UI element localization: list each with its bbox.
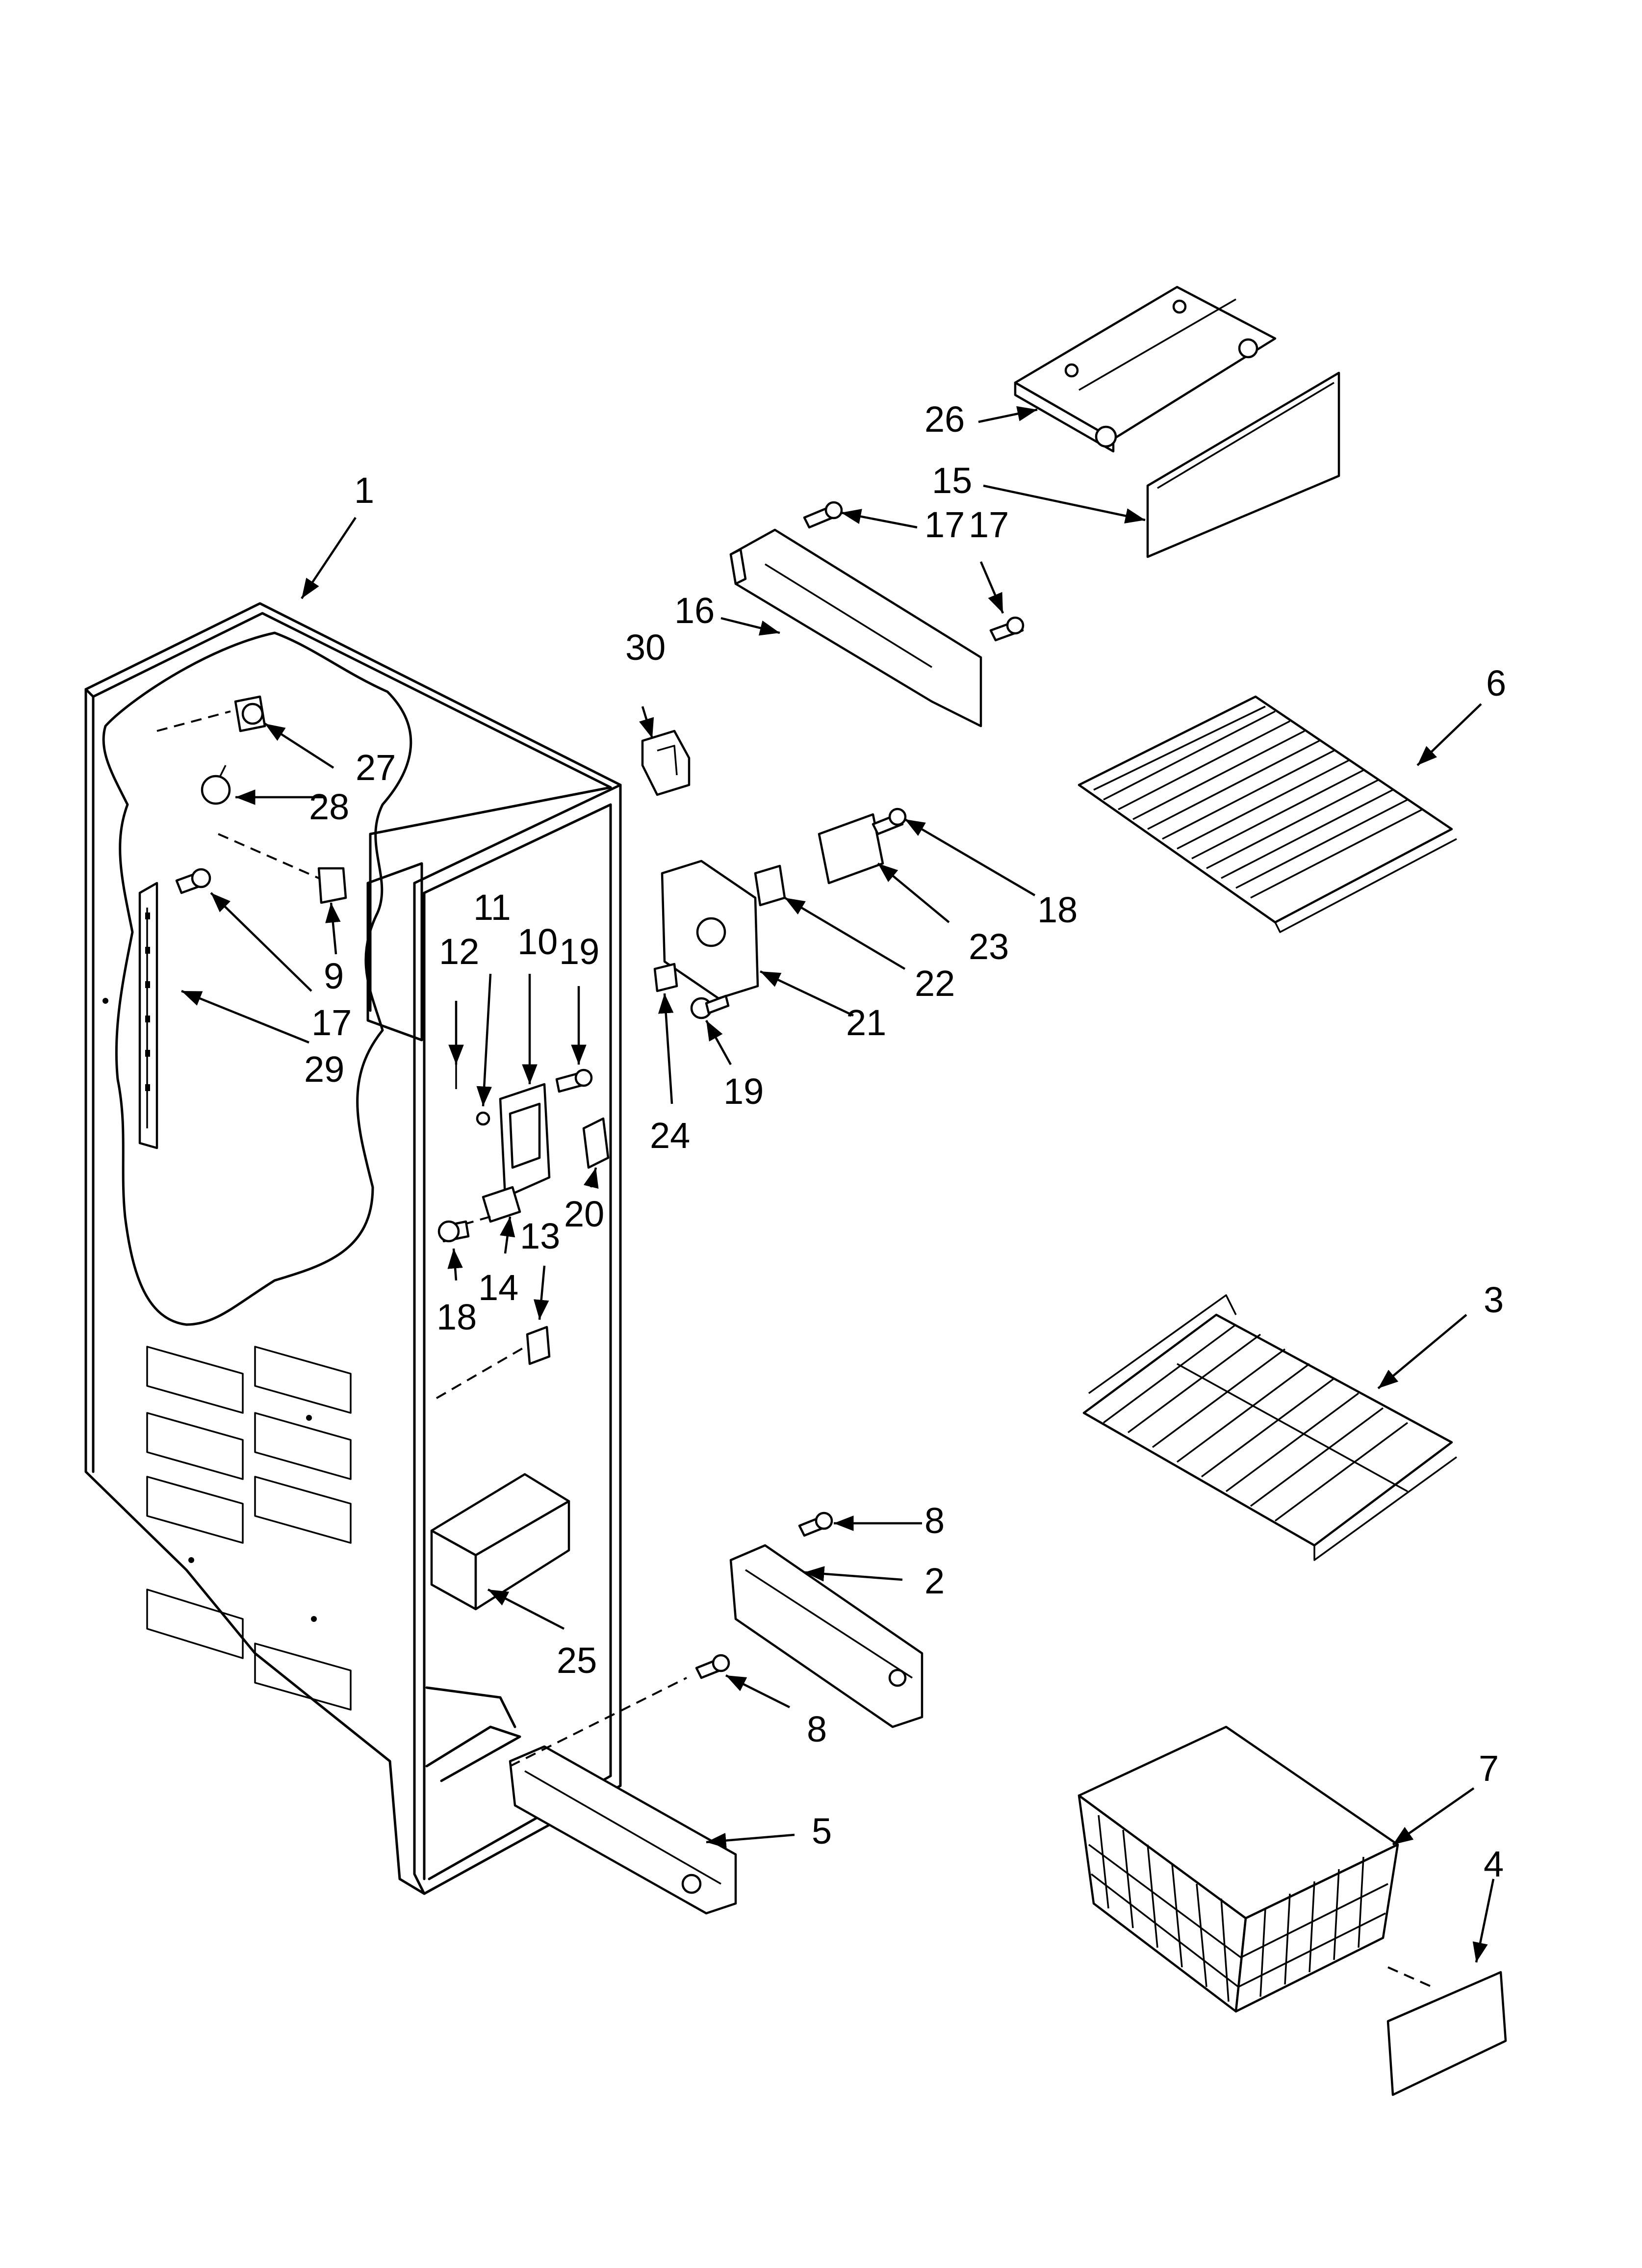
callout-12: 12 <box>439 931 479 972</box>
callout-26: 26 <box>924 399 965 440</box>
callout-8b: 8 <box>807 1709 827 1749</box>
shelf-3 <box>1082 1294 1458 1561</box>
callout-10: 10 <box>517 921 558 962</box>
shelf-rail <box>138 868 211 1149</box>
shelf-6 <box>1078 695 1457 933</box>
electronic-module <box>430 1473 570 1611</box>
callout-14: 14 <box>478 1267 518 1308</box>
callout-13: 13 <box>520 1216 560 1256</box>
callout-17b: 17 <box>969 504 1009 545</box>
callout-18a: 18 <box>1037 889 1078 930</box>
callout-3: 3 <box>1484 1279 1504 1320</box>
callout-6: 6 <box>1486 663 1506 704</box>
callout-22: 22 <box>915 963 955 1004</box>
callout-labels: 1 2 3 4 5 6 7 8 8 9 10 11 12 13 14 15 16… <box>304 399 1506 1884</box>
callout-8a: 8 <box>924 1500 945 1541</box>
callout-7: 7 <box>1479 1748 1499 1789</box>
grille-2 <box>729 1512 924 1728</box>
callout-17a: 17 <box>924 504 965 545</box>
callout-1: 1 <box>354 470 374 511</box>
callout-24: 24 <box>650 1115 690 1156</box>
callout-28: 28 <box>309 786 349 827</box>
callout-18b: 18 <box>436 1297 477 1337</box>
freezer-liner-cabinet <box>84 602 622 1895</box>
callout-2: 2 <box>924 1561 945 1601</box>
callout-30: 30 <box>625 627 666 668</box>
basket-7 <box>1078 1725 1399 2013</box>
callout-19b: 19 <box>723 1071 764 1112</box>
callout-25: 25 <box>557 1640 597 1681</box>
basket-front-4 <box>1386 1966 1507 2096</box>
callout-21: 21 <box>846 1002 886 1043</box>
air-tower-assembly <box>641 286 1340 1019</box>
callout-17c: 17 <box>311 1002 352 1043</box>
callout-15: 15 <box>932 460 972 501</box>
callout-9: 9 <box>324 956 344 996</box>
callout-19a: 19 <box>559 931 599 972</box>
callout-11: 11 <box>473 887 511 928</box>
callout-5: 5 <box>812 1811 832 1851</box>
grille-5 <box>509 1654 737 1915</box>
callout-20: 20 <box>564 1194 604 1234</box>
callout-4: 4 <box>1484 1844 1504 1884</box>
callout-23: 23 <box>969 926 1009 967</box>
control-components <box>436 1065 610 1399</box>
callout-16: 16 <box>674 590 715 631</box>
callout-29: 29 <box>304 1049 344 1090</box>
callout-27: 27 <box>356 747 396 788</box>
leader-lines <box>181 406 1495 1963</box>
